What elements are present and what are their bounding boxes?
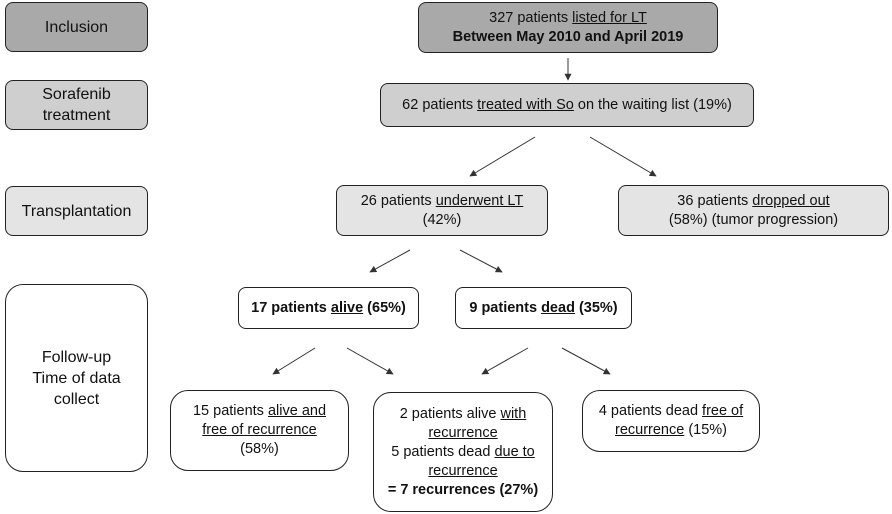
- treated-patients-box: 62 patients treated with So on the waiti…: [380, 83, 754, 127]
- stage-sorafenib-label-line2: treatment: [42, 107, 111, 124]
- stage-sorafenib-label-line1: Sorafenib: [42, 86, 111, 103]
- recurrence-line2: recurrence: [428, 424, 498, 441]
- underwent-line1: 26 patients underwent LT: [360, 192, 524, 209]
- dropped-out-box: 36 patients dropped out (58%) (tumor pro…: [618, 185, 889, 236]
- recurrences-box: 2 patients alive with recurrence 5 patie…: [373, 392, 553, 512]
- arrow-dead-to-deadfree: [561, 347, 611, 375]
- deadfree-line1: 4 patients dead free of: [598, 403, 744, 419]
- arrow-alive-to-recurrence: [346, 347, 394, 375]
- stage-followup-label-line2: Time of data: [32, 369, 121, 387]
- alive-free-of-recurrence-box: 15 patients alive and free of recurrence…: [170, 390, 349, 471]
- stage-sorafenib-treatment: Sorafenib treatment: [5, 80, 148, 130]
- listed-patients-box: 327 patients listed for LT Between May 2…: [418, 2, 718, 53]
- underwent-lt-box: 26 patients underwent LT (42%): [336, 185, 548, 236]
- arrow-alive-to-free: [272, 347, 316, 375]
- free-line3: (58%): [240, 441, 279, 457]
- dead-line: 9 patients dead (35%): [469, 299, 618, 316]
- arrow-treated-to-underwent: [469, 136, 536, 177]
- deadfree-line2: recurrence (15%): [614, 422, 728, 438]
- underwent-line2: (42%): [422, 211, 462, 228]
- free-line2: free of recurrence: [202, 422, 317, 438]
- dropped-line1: 36 patients dropped out: [677, 192, 830, 209]
- recurrence-total: = 7 recurrences (27%): [387, 481, 539, 498]
- recurrence-line3: 5 patients dead due to: [391, 443, 535, 460]
- alive-line: 17 patients alive (65%): [251, 299, 406, 316]
- free-line1: 15 patients alive and: [192, 403, 327, 419]
- recurrence-line1: 2 patients alive with: [399, 405, 527, 422]
- stage-transplantation-label: Transplantation: [21, 202, 132, 220]
- arrow-treated-to-dropped: [589, 136, 657, 177]
- patients-dead-box: 9 patients dead (35%): [455, 287, 632, 329]
- stage-inclusion-label: Inclusion: [44, 18, 109, 36]
- listed-line1: 327 patients listed for LT: [489, 9, 647, 26]
- dropped-line2: (58%) (tumor progression): [668, 211, 839, 228]
- patients-alive-box: 17 patients alive (65%): [238, 287, 419, 329]
- stage-follow-up: Follow-up Time of data collect: [5, 284, 148, 472]
- recurrence-line4: recurrence: [428, 462, 498, 479]
- stage-inclusion: Inclusion: [5, 2, 148, 52]
- arrow-underwent-to-dead: [459, 249, 503, 273]
- stage-followup-label-line1: Follow-up: [41, 348, 112, 366]
- listed-line2: Between May 2010 and April 2019: [452, 28, 684, 45]
- stage-transplantation: Transplantation: [5, 186, 148, 236]
- arrow-underwent-to-alive: [369, 249, 411, 273]
- dead-free-of-recurrence-box: 4 patients dead free of recurrence (15%): [582, 390, 760, 452]
- treated-line: 62 patients treated with So on the waiti…: [402, 96, 732, 113]
- stage-followup-label-line3: collect: [53, 390, 100, 408]
- arrow-dead-to-recurrence: [481, 347, 529, 375]
